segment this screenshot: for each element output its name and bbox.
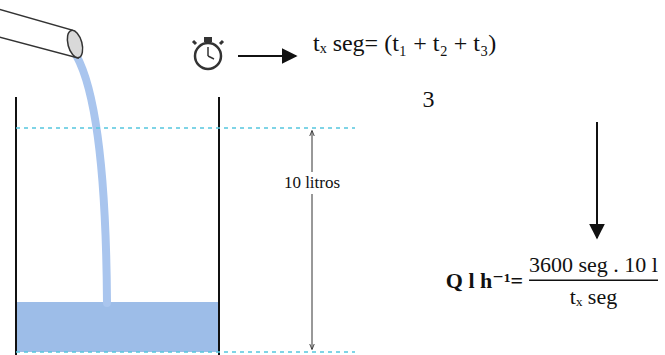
level-line: [16, 127, 355, 129]
bucket-wall: [15, 97, 17, 355]
flow-arrow: [596, 122, 598, 238]
dimension-label: 10 litros: [281, 172, 343, 194]
dimension-line: [312, 131, 313, 349]
bucket-wall: [218, 97, 220, 355]
stopwatch-icon: [193, 37, 223, 69]
formula-denominator: 3: [422, 86, 434, 114]
water: [16, 302, 219, 352]
flow-formula-numerator: 3600 seg . 10 l: [529, 252, 658, 277]
pipe-mouth: [65, 29, 86, 60]
fraction-bar: [529, 280, 658, 282]
flow-formula-denominator: tₓ seg: [570, 284, 617, 309]
level-line: [16, 351, 355, 353]
flow-arrow: [238, 55, 296, 57]
pipe: [0, 8, 78, 58]
water-stream: [73, 50, 107, 303]
flow-formula-lhs: Q l h⁻¹=: [446, 268, 523, 293]
formula-numerator: tₓ seg= (t₁ + t₂ + t₃): [313, 30, 496, 58]
